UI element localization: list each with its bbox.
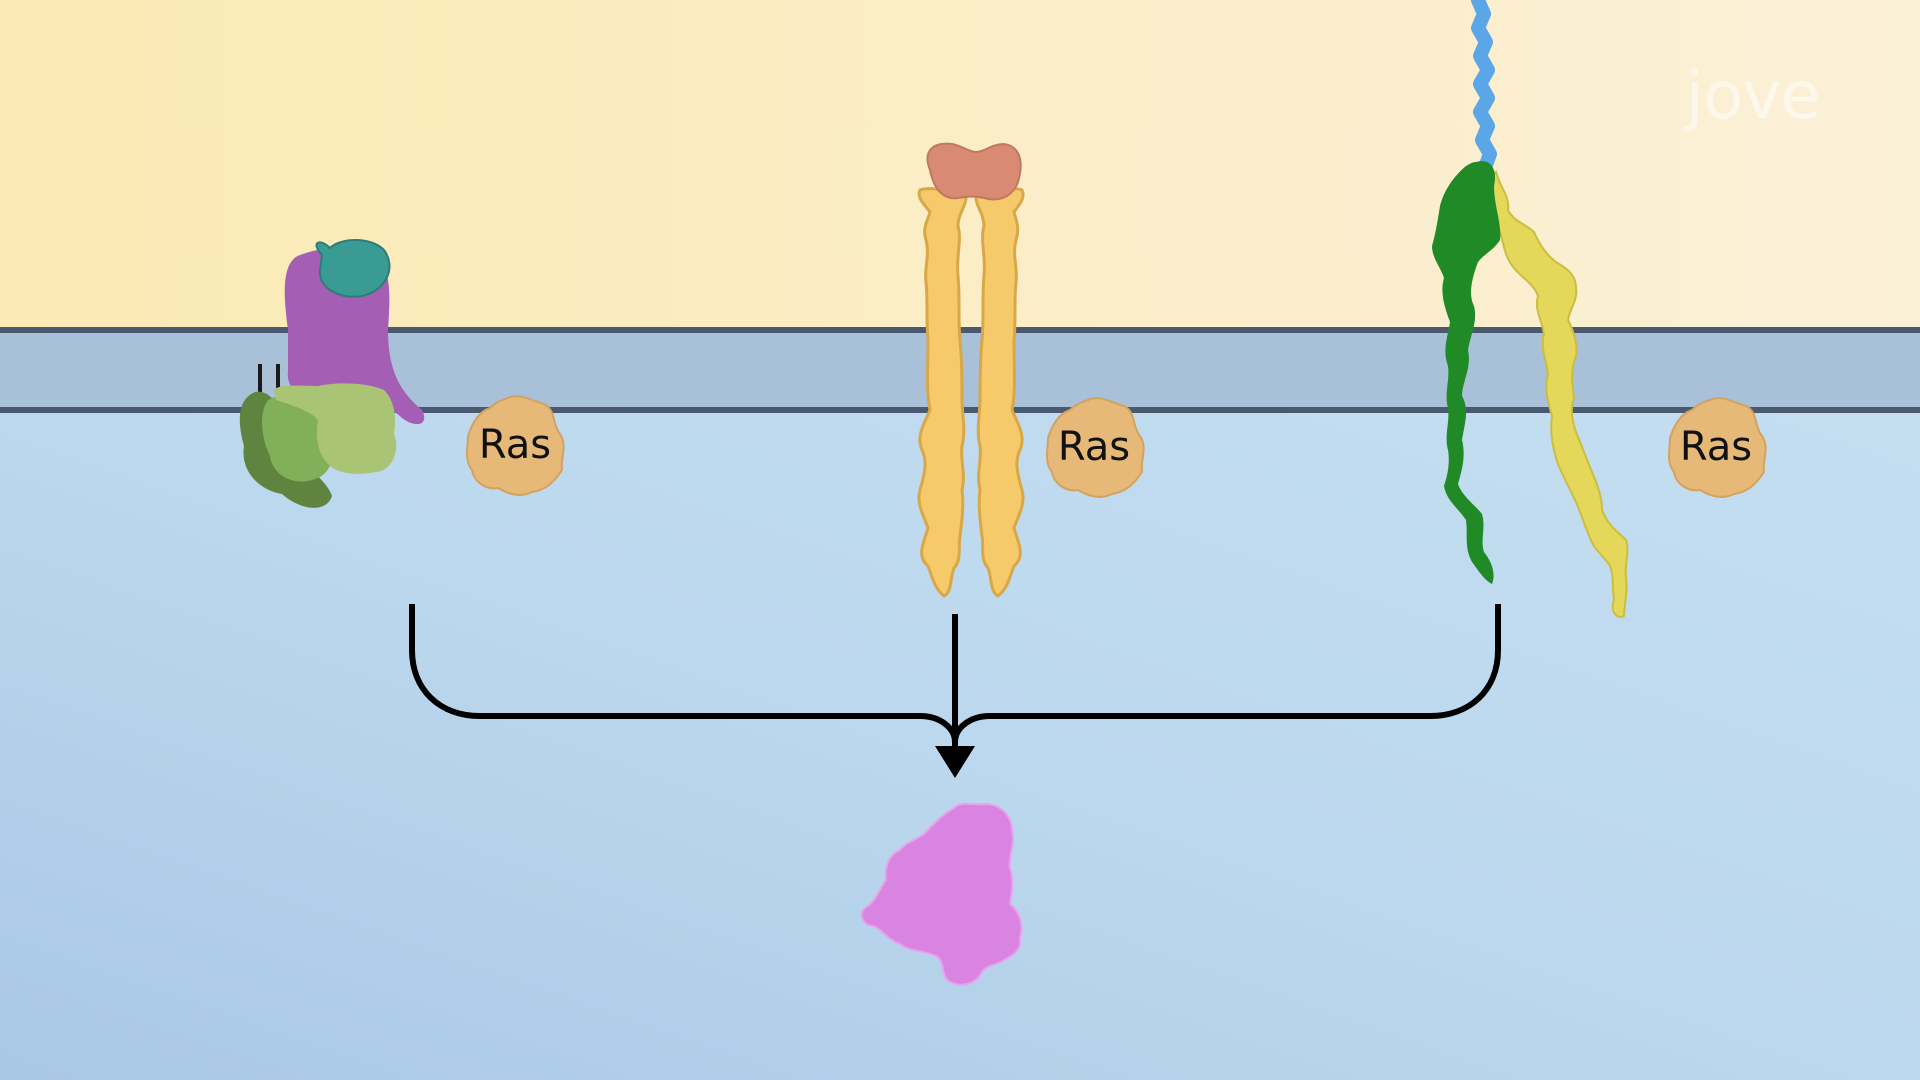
gpcr-receptor xyxy=(239,239,425,508)
gpcr-ligand xyxy=(315,239,391,298)
ras-blob-3 xyxy=(1668,397,1767,498)
rtk-monomer-left xyxy=(917,187,968,598)
downstream-effector-protein xyxy=(860,802,1023,986)
ras-blob-2 xyxy=(1046,397,1145,498)
arrow-head xyxy=(935,746,975,778)
gpcr-body xyxy=(284,247,425,425)
ras-label-3: Ras xyxy=(1680,424,1752,470)
ras-label-2: Ras xyxy=(1058,424,1130,470)
ras-protein-1: Ras xyxy=(466,395,565,496)
ras-blob-1 xyxy=(466,395,565,496)
receptor-tyrosine-kinase xyxy=(917,142,1025,598)
integrin-alpha-subunit xyxy=(1432,161,1501,584)
growth-factor-ligand xyxy=(926,142,1022,201)
g-protein-alpha xyxy=(274,383,397,474)
convergence-bracket xyxy=(409,604,1501,778)
jove-logo: jove xyxy=(1684,57,1820,134)
g-protein-beta xyxy=(262,396,334,482)
ras-protein-3: Ras xyxy=(1668,397,1767,498)
integrin-beta-subunit xyxy=(1488,170,1629,618)
ras-protein-2: Ras xyxy=(1046,397,1145,498)
ras-label-1: Ras xyxy=(479,422,551,468)
rtk-monomer-right xyxy=(974,187,1025,598)
extracellular-matrix-fiber xyxy=(1471,0,1497,185)
integrin-receptor xyxy=(1432,0,1629,618)
